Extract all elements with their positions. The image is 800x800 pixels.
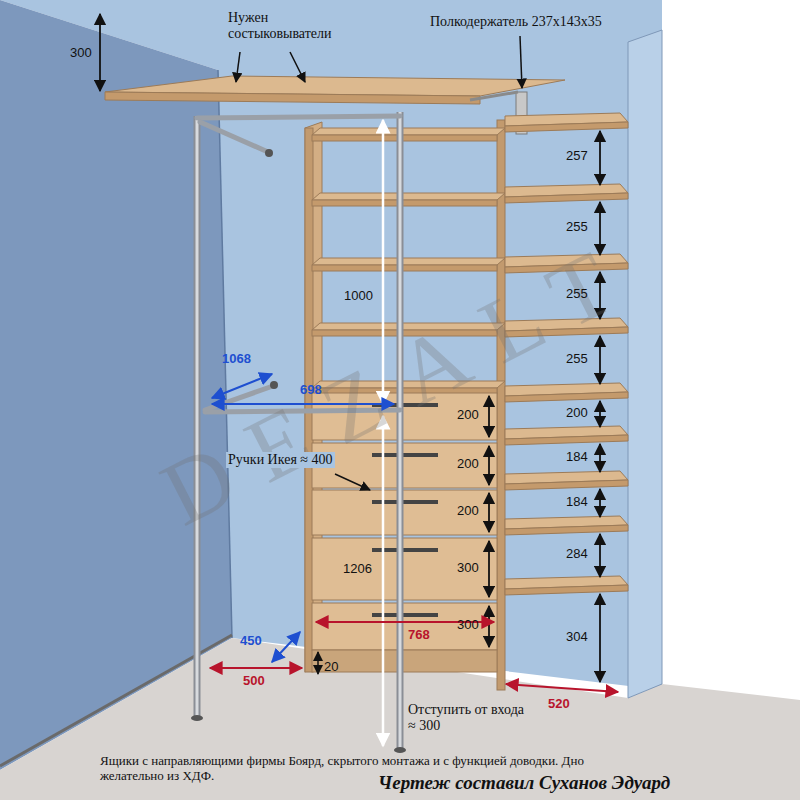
- dimension-value: 200: [457, 457, 479, 472]
- plinth: [312, 650, 497, 672]
- shelf: [312, 258, 505, 265]
- leader-arrow: [520, 36, 522, 88]
- leader-arrow: [236, 52, 240, 82]
- dimension-arrow: [99, 14, 101, 91]
- shelf: [312, 193, 505, 200]
- dimension-arrow: [599, 489, 601, 517]
- dimension-value: 255: [566, 352, 588, 367]
- dimension-value: 200: [457, 408, 479, 423]
- dimension-arrow: [599, 131, 601, 185]
- pole-foot: [394, 747, 406, 753]
- dimension-value: 1000: [344, 289, 373, 304]
- dimension-arrow: [599, 336, 601, 384]
- watermark: DEZALT: [91, 190, 709, 575]
- dimension-arrow: [599, 594, 601, 682]
- dimension-arrow: [488, 493, 490, 532]
- dimension-arrow: [488, 541, 490, 597]
- hanging-rail: [200, 122, 268, 152]
- shelf-edge: [312, 265, 497, 271]
- hanging-rail: [197, 116, 400, 118]
- pole-highlight: [196, 116, 199, 718]
- dimension-arrow: [506, 684, 618, 692]
- dimension-value: 184: [566, 495, 588, 510]
- part-label: Полкодержатель 237х143х35: [430, 14, 602, 30]
- shelf-edge: [505, 392, 628, 402]
- dimension-value: 300: [457, 618, 479, 633]
- shelf-edge: [505, 585, 628, 595]
- dimension-arrow: [317, 652, 319, 674]
- dimension-arrow: [599, 444, 601, 472]
- dimension-value: 768: [408, 628, 430, 643]
- right-wall-panel: [628, 30, 662, 698]
- pole: [194, 116, 201, 718]
- pole-foot: [191, 715, 203, 721]
- dimension-arrow: [272, 632, 300, 662]
- dimension-value: 1068: [222, 352, 251, 367]
- part-label: Ручки Икея ≈ 400: [226, 452, 335, 468]
- shelf-bracket-arm: [470, 92, 518, 100]
- dimension-arrow: [599, 401, 601, 427]
- shelf: [312, 128, 505, 135]
- dimension-value: 200: [566, 406, 588, 421]
- dimension-arrow: [382, 416, 385, 746]
- caption: Чертеж составил Суханов Эдуард: [378, 772, 670, 794]
- dimension-value: 184: [566, 450, 588, 465]
- shelf-edge: [312, 200, 497, 206]
- dimension-value: 300: [457, 561, 479, 576]
- note-text: Нужен состыковыватели: [228, 10, 368, 42]
- dimension-value: 450: [240, 634, 262, 649]
- shelf-edge: [505, 525, 628, 535]
- dimension-arrow: [599, 534, 601, 577]
- drawer-front: [312, 490, 497, 535]
- dimension-arrow: [488, 446, 490, 485]
- dimension-arrow: [488, 396, 490, 437]
- dimension-value: 257: [566, 149, 588, 164]
- top-board-edge: [105, 92, 480, 104]
- drawer-front: [312, 538, 497, 600]
- leader-arrow: [335, 474, 370, 490]
- shelf-edge: [505, 193, 628, 203]
- dimension-value: 300: [70, 46, 92, 61]
- divider-panel: [497, 120, 505, 690]
- dimension-value: 255: [566, 220, 588, 235]
- dimension-value: 255: [566, 287, 588, 302]
- drawer-front: [312, 603, 497, 650]
- dimension-value: 20: [324, 660, 338, 675]
- dimension-value: 200: [457, 504, 479, 519]
- shelf-edge: [505, 435, 628, 445]
- rail-cap: [265, 149, 273, 157]
- dimension-value: 500: [243, 674, 265, 689]
- leader-arrow: [290, 52, 305, 82]
- dimension-value: 1206: [343, 562, 372, 577]
- dimension-value: 284: [566, 547, 588, 562]
- dimension-value: 698: [300, 383, 322, 398]
- shelf-edge: [505, 122, 628, 132]
- shelf-edge: [312, 135, 497, 141]
- shelf-edge: [505, 480, 628, 490]
- dimension-arrow: [210, 667, 302, 669]
- note-text: Отступить от входа ≈ 300: [408, 702, 526, 734]
- dimension-value: 520: [548, 697, 570, 712]
- dimension-arrow: [488, 606, 490, 647]
- dimension-value: 304: [566, 630, 588, 645]
